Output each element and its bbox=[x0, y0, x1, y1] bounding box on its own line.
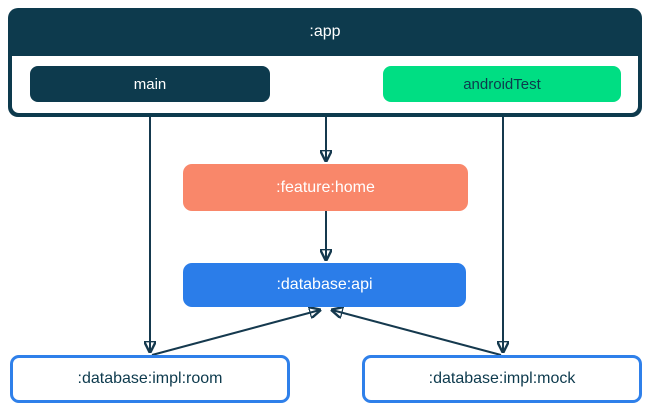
node-database-impl-mock: :database:impl:mock bbox=[362, 355, 642, 403]
node-database-impl-room-label: :database:impl:room bbox=[77, 370, 223, 387]
node-app-body: main androidTest bbox=[12, 56, 638, 113]
node-app-container: :app main androidTest bbox=[8, 8, 642, 117]
node-feature-home: :feature:home bbox=[183, 164, 468, 211]
node-feature-home-label: :feature:home bbox=[276, 178, 375, 196]
node-database-impl-mock-label: :database:impl:mock bbox=[428, 370, 576, 387]
node-androidtest: androidTest bbox=[383, 66, 621, 102]
edge-database-impl-room-to-database-api bbox=[151, 310, 320, 356]
node-database-api-label: :database:api bbox=[276, 276, 373, 293]
node-main: main bbox=[30, 66, 270, 102]
node-app-label: :app bbox=[309, 23, 341, 40]
node-androidtest-label: androidTest bbox=[463, 75, 541, 93]
edge-database-impl-mock-to-database-api bbox=[332, 310, 502, 356]
node-database-impl-room: :database:impl:room bbox=[10, 355, 290, 403]
node-database-api: :database:api bbox=[183, 263, 466, 307]
node-main-label: main bbox=[133, 75, 167, 93]
